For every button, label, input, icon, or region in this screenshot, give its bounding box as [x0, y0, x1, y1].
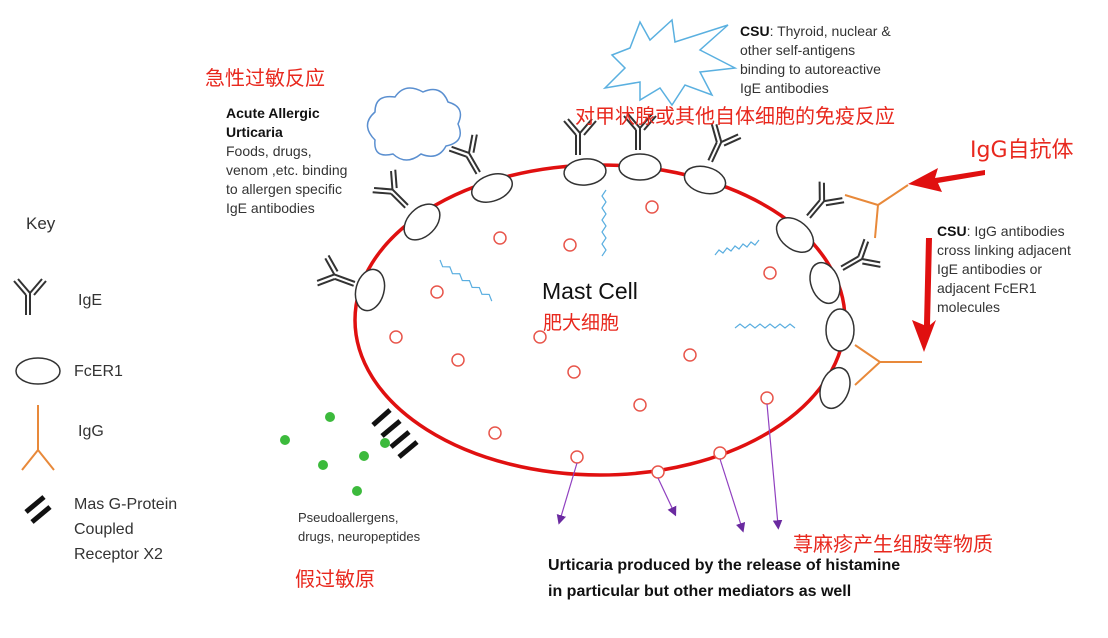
- mast-cell-label: Mast Cell: [542, 278, 638, 304]
- pseudo-label-cn: 假过敏原: [295, 567, 375, 591]
- key-mrgprx2-line: Coupled: [74, 521, 134, 538]
- acute-line: venom ,etc. binding: [226, 162, 348, 178]
- mrgprx2-receptor-icon: [371, 408, 419, 459]
- histamine-line: Urticaria produced by the release of his…: [548, 557, 901, 574]
- fcer1-receptor: [354, 268, 386, 312]
- allergen-cloud-icon: [366, 87, 462, 161]
- pseudo-line: drugs, neuropeptides: [298, 529, 421, 544]
- key-mrgprx2-label: Mas G-Protein Coupled Receptor X2: [74, 492, 177, 567]
- acute-title-1: Acute Allergic: [226, 105, 320, 121]
- igg-antibody-icon: [844, 184, 909, 239]
- granules: [389, 200, 777, 479]
- self-antigen-star-icon: [602, 18, 738, 107]
- histamine-line: in particular but other mediators as wel…: [548, 583, 852, 600]
- key-igg-label: IgG: [78, 423, 104, 440]
- igg-auto-label-cn: IgG自抗体: [970, 138, 1074, 163]
- fcer1-receptor: [775, 217, 815, 253]
- acute-line: Foods, drugs,: [226, 143, 312, 159]
- fcer1-receptor: [809, 261, 841, 305]
- igg-antibody-icon: [854, 344, 922, 386]
- fcer1-receptor: [471, 173, 513, 203]
- csu-line: cross linking adjacent: [937, 242, 1071, 258]
- acute-line: to allergen specific: [226, 181, 342, 197]
- fcer1-receptor: [683, 165, 727, 195]
- fcer1-receptor: [618, 153, 662, 181]
- key-igg-icon: [21, 405, 55, 471]
- key-title: Key: [26, 214, 56, 233]
- csu-top-text: CSU: Thyroid, nuclear & other self-antig…: [740, 22, 891, 98]
- csu-bold: CSU: [740, 23, 770, 39]
- csu-line: : IgG antibodies: [966, 223, 1065, 239]
- acute-text: Acute Allergic Urticaria Foods, drugs, v…: [226, 104, 347, 218]
- acute-line: IgE antibodies: [226, 200, 315, 216]
- key-fcer1-label: FcER1: [74, 363, 123, 380]
- csu-line: binding to autoreactive: [740, 61, 881, 77]
- fcer1-receptor: [403, 203, 441, 241]
- csu-line: adjacent FcER1: [937, 280, 1037, 296]
- mast-label-cn: 肥大细胞: [543, 312, 620, 334]
- acute-label-cn: 急性过敏反应: [205, 66, 325, 90]
- key-ige-icon: [13, 278, 47, 316]
- csu-line: IgE antibodies or: [937, 261, 1043, 277]
- csu-line: molecules: [937, 299, 1001, 315]
- acute-title-2: Urticaria: [226, 124, 283, 140]
- csu-right-text: CSU: IgG antibodies cross linking adjace…: [937, 222, 1071, 317]
- csu-line: other self-antigens: [740, 42, 856, 58]
- pseudo-text: Pseudoallergens, drugs, neuropeptides: [298, 508, 420, 546]
- key-ige-label: IgE: [78, 292, 103, 309]
- key-mrgprx2-line: Mas G-Protein: [74, 496, 178, 513]
- pseudo-line: Pseudoallergens,: [298, 510, 399, 525]
- key-mrgprx2-line: Receptor X2: [74, 546, 163, 563]
- fcer1-receptor: [825, 308, 855, 352]
- arrow-icon: [912, 238, 936, 352]
- histamine-text: Urticaria produced by the release of his…: [548, 553, 900, 605]
- thyroid-label-cn: 对甲状腺或其他自体细胞的免疫反应: [575, 104, 895, 128]
- histamine-label-cn: 荨麻疹产生组胺等物质: [793, 532, 993, 556]
- pseudoallergen-dots: [280, 412, 390, 496]
- csu-bold: CSU: [937, 223, 967, 239]
- key-fcer1-icon: [15, 357, 61, 385]
- arrow-icon: [908, 168, 985, 192]
- csu-line: IgE antibodies: [740, 80, 829, 96]
- csu-line: : Thyroid, nuclear &: [769, 23, 891, 39]
- fcer1-receptor: [819, 366, 851, 410]
- fcer1-receptor: [563, 158, 607, 186]
- key-mrgprx2-icon: [24, 495, 52, 524]
